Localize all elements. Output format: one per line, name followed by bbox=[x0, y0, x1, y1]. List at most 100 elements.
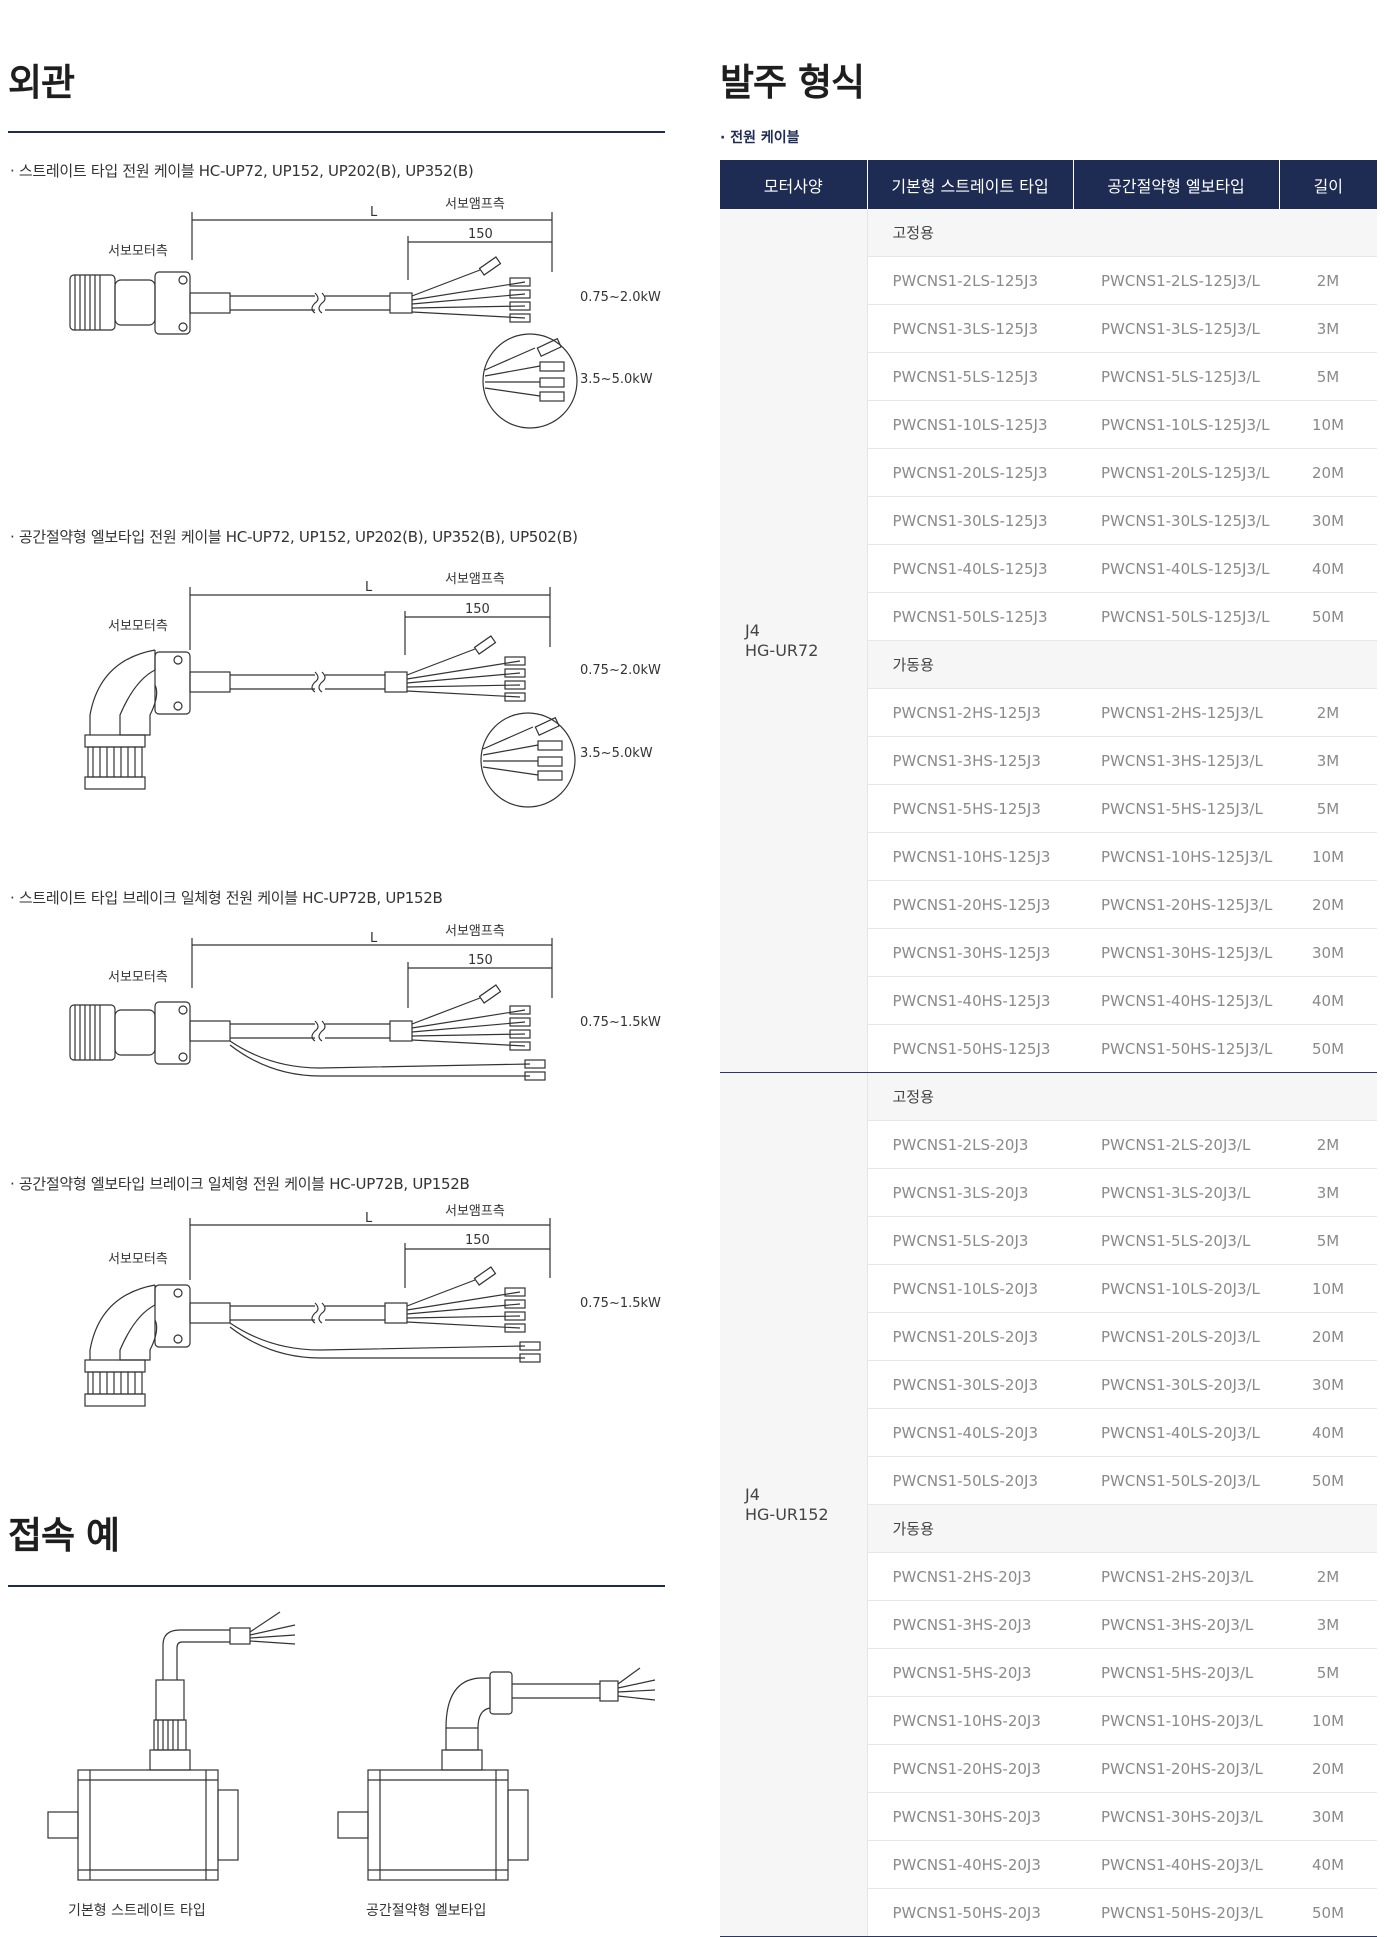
header-length: 길이 bbox=[1278, 160, 1377, 209]
elbow-model-cell: PWCNS1-20LS-20J3/L bbox=[1073, 1312, 1279, 1361]
length-cell: 30M bbox=[1279, 1792, 1377, 1841]
motor-spec-line: J4 bbox=[745, 620, 760, 640]
straight-model-cell: PWCNS1-40HS-125J3 bbox=[867, 976, 1073, 1025]
length-cell: 3M bbox=[1279, 1600, 1377, 1649]
connection-label: 공간절약형 엘보타입 bbox=[366, 1903, 487, 1919]
motor-spec-line: J4 bbox=[745, 1484, 760, 1504]
straight-model-cell: PWCNS1-30HS-20J3 bbox=[867, 1792, 1073, 1841]
elbow-model-cell: PWCNS1-20HS-20J3/L bbox=[1073, 1744, 1279, 1793]
elbow-model-cell: PWCNS1-2HS-20J3/L bbox=[1073, 1552, 1279, 1601]
connection-label: 기본형 스트레이트 타입 bbox=[68, 1903, 206, 1919]
straight-model-cell: PWCNS1-40HS-20J3 bbox=[867, 1840, 1073, 1889]
straight-model-cell: PWCNS1-50LS-125J3 bbox=[867, 592, 1073, 641]
straight-model-cell: PWCNS1-30LS-20J3 bbox=[867, 1360, 1073, 1409]
straight-model-cell: PWCNS1-3LS-125J3 bbox=[867, 304, 1073, 353]
straight-model-cell: PWCNS1-50HS-20J3 bbox=[867, 1888, 1073, 1937]
diagram-caption: · 스트레이트 타입 전원 케이블 HC-UP72, UP152, UP202(… bbox=[10, 162, 474, 180]
amp-side-label: 서보앰프측 bbox=[445, 572, 505, 587]
straight-model-cell: PWCNS1-3LS-20J3 bbox=[867, 1168, 1073, 1217]
straight-model-cell: PWCNS1-2HS-125J3 bbox=[867, 688, 1073, 737]
length-cell: 10M bbox=[1279, 1264, 1377, 1313]
amp-side-label: 서보앰프측 bbox=[445, 1204, 505, 1219]
elbow-model-cell: PWCNS1-3LS-125J3/L bbox=[1073, 304, 1279, 353]
elbow-model-cell: PWCNS1-2HS-125J3/L bbox=[1073, 688, 1279, 737]
elbow-model-cell: PWCNS1-10LS-20J3/L bbox=[1073, 1264, 1279, 1313]
motor-side-label: 서보모터측 bbox=[108, 1252, 168, 1267]
straight-model-cell: PWCNS1-50HS-125J3 bbox=[867, 1024, 1073, 1073]
elbow-model-cell: PWCNS1-20HS-125J3/L bbox=[1073, 880, 1279, 929]
rating-label: 3.5~5.0kW bbox=[580, 746, 653, 761]
straight-model-cell: PWCNS1-10HS-125J3 bbox=[867, 832, 1073, 881]
length-cell: 30M bbox=[1279, 496, 1377, 545]
length-cell: 10M bbox=[1279, 1696, 1377, 1745]
straight-model-cell: PWCNS1-10HS-20J3 bbox=[867, 1696, 1073, 1745]
elbow-cable-diagram: 서보앰프측 L 150 서보모터측 0.75~2.0kW 3.5~5.0kW bbox=[60, 565, 661, 815]
length-cell: 2M bbox=[1279, 1552, 1377, 1601]
elbow-model-cell: PWCNS1-40HS-125J3/L bbox=[1073, 976, 1279, 1025]
length-cell: 50M bbox=[1279, 592, 1377, 641]
connection-divider bbox=[8, 1585, 665, 1587]
group-label: 가동용 bbox=[867, 640, 1377, 689]
header-straight: 기본형 스트레이트 타입 bbox=[866, 160, 1073, 209]
length-cell: 40M bbox=[1279, 1840, 1377, 1889]
motor-side-label: 서보모터측 bbox=[108, 244, 168, 259]
length-label: L bbox=[370, 205, 378, 220]
motor-side-label: 서보모터측 bbox=[108, 619, 168, 634]
length-cell: 3M bbox=[1279, 1168, 1377, 1217]
elbow-model-cell: PWCNS1-40LS-125J3/L bbox=[1073, 544, 1279, 593]
straight-model-cell: PWCNS1-20HS-125J3 bbox=[867, 880, 1073, 929]
length-cell: 50M bbox=[1279, 1456, 1377, 1505]
straight-model-cell: PWCNS1-40LS-20J3 bbox=[867, 1408, 1073, 1457]
connection-example-diagram: 기본형 스트레이트 타입 공간절약형 엘보타입 bbox=[30, 1600, 670, 1919]
length-cell: 2M bbox=[1279, 688, 1377, 737]
length-cell: 5M bbox=[1279, 352, 1377, 401]
appearance-title: 외관 bbox=[8, 61, 75, 104]
elbow-model-cell: PWCNS1-10LS-125J3/L bbox=[1073, 400, 1279, 449]
length-cell: 2M bbox=[1279, 256, 1377, 305]
elbow-model-cell: PWCNS1-5HS-20J3/L bbox=[1073, 1648, 1279, 1697]
dimension-label: 150 bbox=[468, 953, 493, 968]
straight-model-cell: PWCNS1-2HS-20J3 bbox=[867, 1552, 1073, 1601]
elbow-model-cell: PWCNS1-10HS-125J3/L bbox=[1073, 832, 1279, 881]
rating-label: 3.5~5.0kW bbox=[580, 372, 653, 387]
straight-model-cell: PWCNS1-2LS-125J3 bbox=[867, 256, 1073, 305]
length-cell: 20M bbox=[1279, 880, 1377, 929]
length-label: L bbox=[365, 1211, 373, 1226]
rating-label: 0.75~2.0kW bbox=[580, 663, 661, 678]
elbow-model-cell: PWCNS1-3LS-20J3/L bbox=[1073, 1168, 1279, 1217]
diagram-caption: · 공간절약형 엘보타입 전원 케이블 HC-UP72, UP152, UP20… bbox=[10, 528, 578, 546]
elbow-model-cell: PWCNS1-30LS-20J3/L bbox=[1073, 1360, 1279, 1409]
elbow-model-cell: PWCNS1-30LS-125J3/L bbox=[1073, 496, 1279, 545]
group-label: 고정용 bbox=[867, 209, 1377, 257]
length-cell: 3M bbox=[1279, 736, 1377, 785]
length-cell: 5M bbox=[1279, 1648, 1377, 1697]
straight-cable-diagram: 서보앰프측 L 150 서보모터측 0.75~2.0kW 3.5~5.0kW bbox=[60, 190, 661, 440]
group-label: 고정용 bbox=[867, 1072, 1377, 1121]
length-cell: 20M bbox=[1279, 448, 1377, 497]
straight-model-cell: PWCNS1-2LS-20J3 bbox=[867, 1120, 1073, 1169]
straight-model-cell: PWCNS1-5LS-20J3 bbox=[867, 1216, 1073, 1265]
length-cell: 10M bbox=[1279, 832, 1377, 881]
amp-side-label: 서보앰프측 bbox=[445, 924, 505, 939]
